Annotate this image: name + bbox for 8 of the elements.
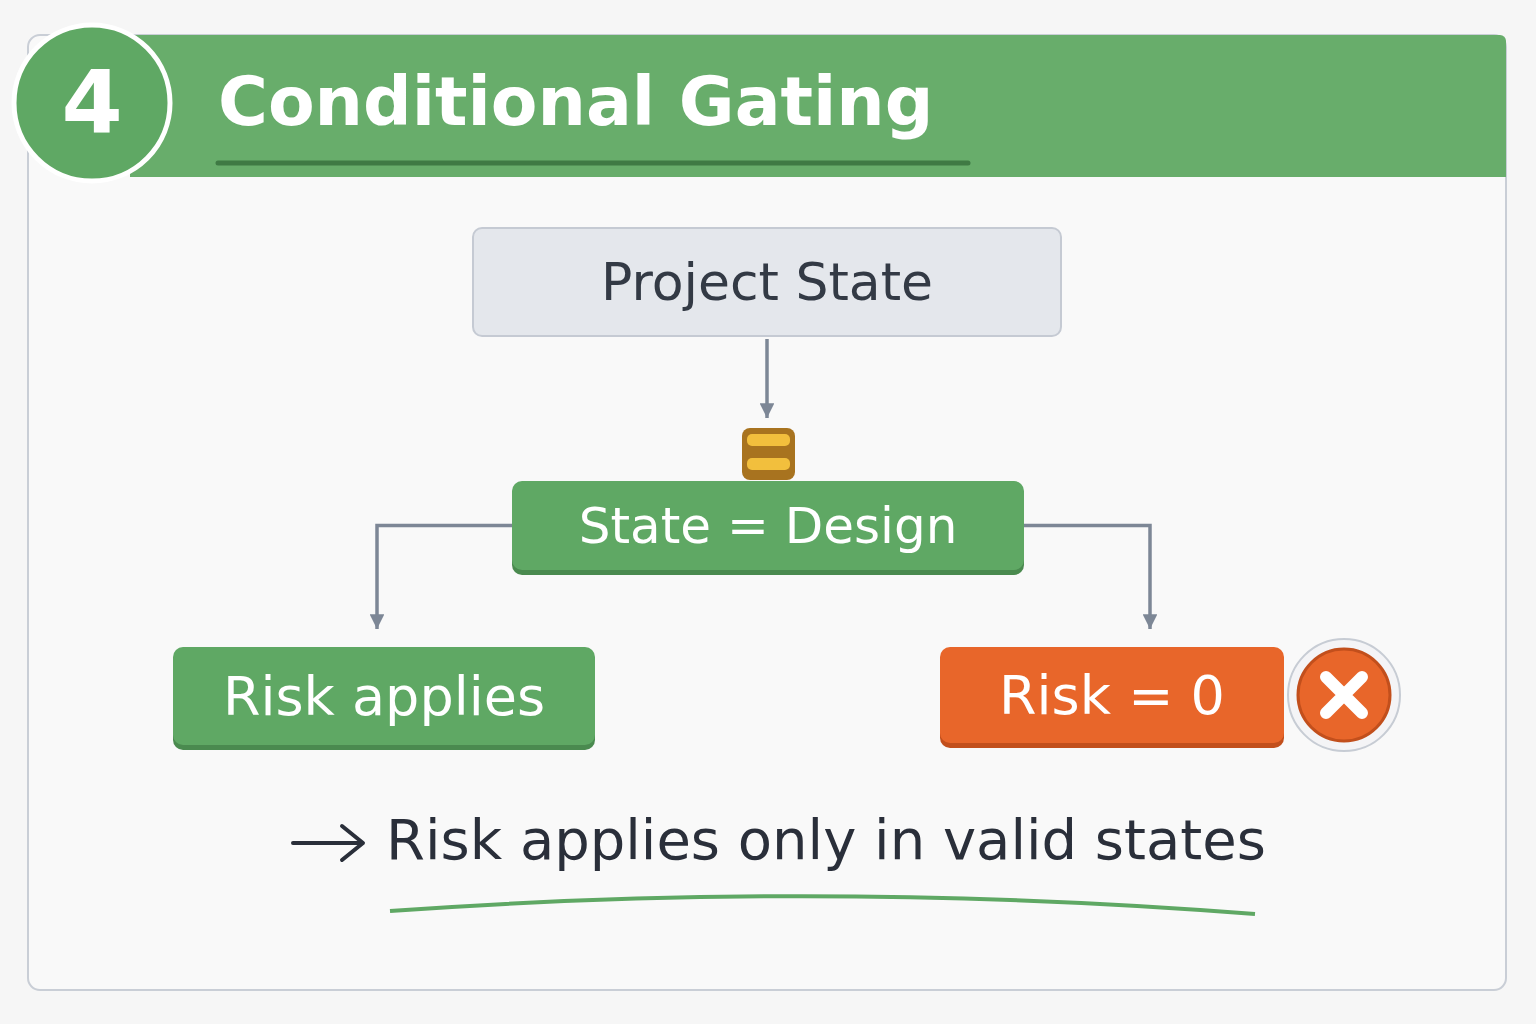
state-box: Project State [472, 227, 1062, 337]
title: Conditional Gating [218, 61, 934, 143]
arrow [759, 339, 775, 418]
arrow [369, 523, 512, 629]
arrow [1024, 523, 1158, 629]
gate-icon [740, 426, 797, 480]
step-number: 4 [60, 55, 124, 151]
note-text: Risk applies only in valid states [386, 806, 1266, 874]
